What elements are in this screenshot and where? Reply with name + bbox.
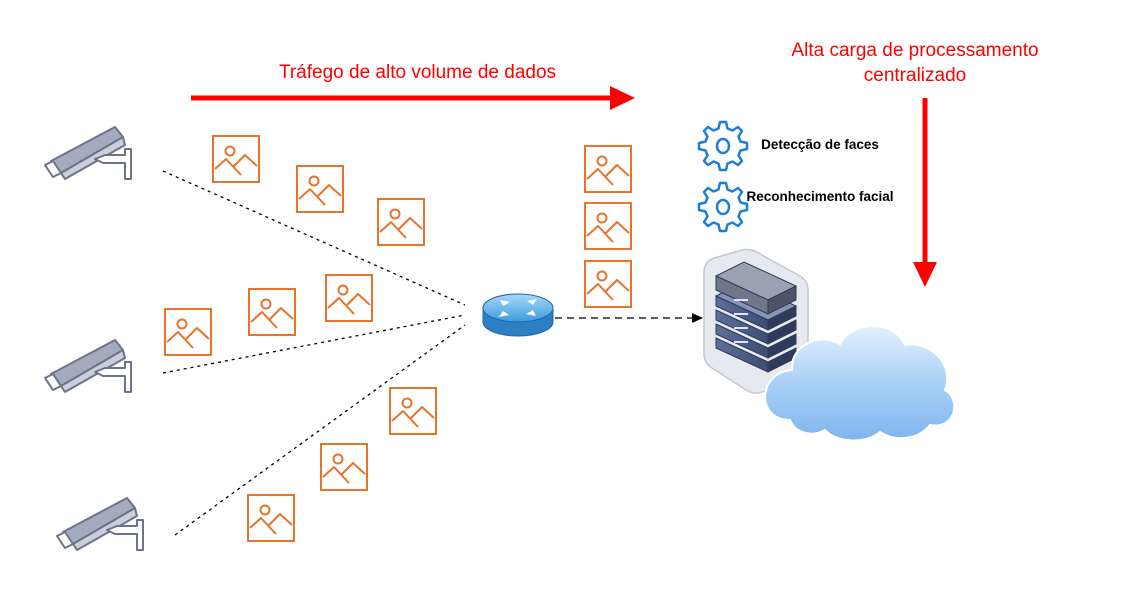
image-icon [247,494,295,542]
image-icon [584,202,632,250]
camera-2-link [162,314,466,374]
image-icon [584,260,632,308]
traffic-label: Tráfego de alto volume de dados [278,62,557,83]
face-detection-label: Detecção de faces [761,137,879,152]
image-icon [248,288,296,336]
image-icon [377,198,425,246]
image-icon [296,165,344,213]
image-icon [212,135,260,183]
server-rack-icon [703,248,809,394]
image-icon [164,308,212,356]
security-camera-icon [44,126,132,180]
image-icon [389,387,437,435]
image-icon [325,274,373,322]
image-icon [320,443,368,491]
face-recognition-label: Reconhecimento facial [746,189,894,204]
security-camera-icon [44,339,132,393]
load-arrowhead [913,262,937,287]
processing-load-label: Alta carga de processamento centralizado [791,40,1039,86]
gear-icon [697,120,749,172]
cloud-icon [764,325,956,442]
image-icon [584,145,632,193]
traffic-arrowhead [610,86,635,110]
security-camera-icon [56,497,144,551]
camera-1-link [162,170,466,306]
gear-icon [697,181,749,233]
router-icon [482,293,554,337]
router-server-arrowhead [692,313,703,323]
